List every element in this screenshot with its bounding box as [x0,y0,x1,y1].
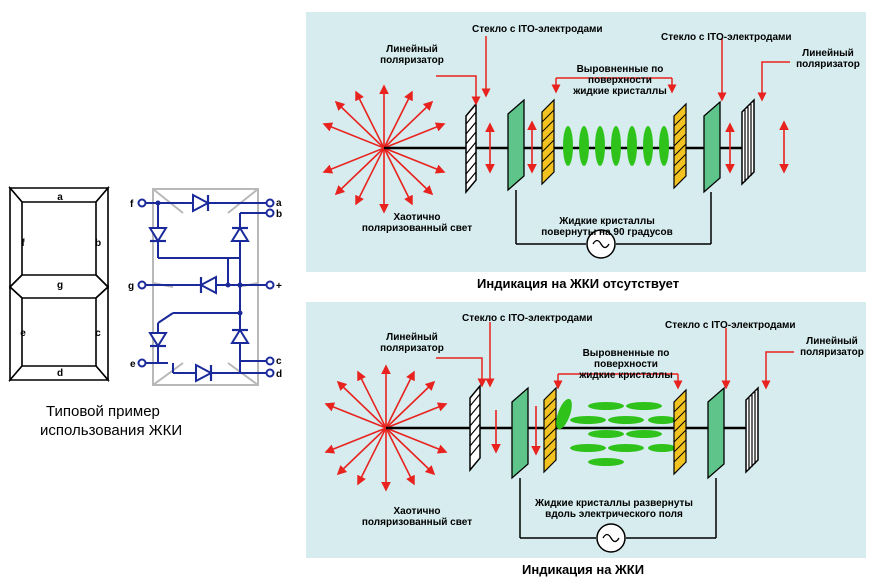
label-polarizer-left-bottom: Линейный поляризатор [372,332,452,354]
label-line: поляризатор [800,347,864,358]
polarizer-left-top [465,101,477,195]
segment-label-g: g [57,280,63,291]
pin-label-g: g [128,281,134,292]
label-glass-right-top: Стекло с ITO-электродами [661,32,792,43]
segment-label-a: a [57,192,63,203]
label-light-bottom: Хаотично поляризованный свет [352,506,482,528]
segment-caption-line2: использования ЖКИ [40,422,183,439]
caption-bottom: Индикация на ЖКИ [522,562,645,577]
label-line: поляризатор [380,55,444,66]
label-glass-left-bottom: Стекло с ITO-электродами [462,313,593,324]
glass-left-top [507,98,525,192]
segment-caption-line1: Типовой пример [46,403,160,420]
glass-right-top [703,100,721,194]
pin-label-c: c [276,356,282,367]
polarizer-right-bottom [745,386,759,474]
label-line: поверхности [588,75,652,86]
label-crystals-top: Выровненные по поверхности жидкие криста… [560,64,680,97]
diode-right-upper [230,226,250,242]
pin-e [137,358,147,368]
segment-label-c: c [95,328,101,339]
label-line: вдоль электрического поля [545,509,683,520]
label-line: Линейный [386,44,438,55]
label-rotated-bottom: Жидкие кристаллы развернуты вдоль электр… [514,498,714,520]
label-line: Хаотично [393,506,441,517]
pin-a [265,198,275,208]
liquid-crystals-top [563,126,669,166]
segment-label-b: b [95,238,101,249]
caption-top: Индикация на ЖКИ отсутствует [477,276,680,291]
random-light-rays [322,84,446,214]
pin-f [137,198,147,208]
pin-b [265,208,275,218]
panel-indication [306,302,866,558]
pin-plus [265,280,275,290]
label-line: Линейный [806,336,858,347]
label-polarizer-left-top: Линейный поляризатор [372,44,452,66]
polarizer-right-top [741,98,755,186]
label-line: поляризатор [796,59,860,70]
label-glass-left-top: Стекло с ITO-электродами [472,24,603,35]
label-line: Линейный [802,48,854,59]
diode-right-lower [230,328,250,344]
label-line: поляризатор [380,343,444,354]
label-line: Выровненные по [582,348,670,359]
pin-label-d: d [276,369,282,380]
panel-top-drawing [322,36,790,259]
label-glass-right-bottom: Стекло с ITO-электродами [665,320,796,331]
label-line: Жидкие кристаллы [559,216,655,227]
pin-d [265,368,275,378]
label-crystals-bottom: Выровненные по поверхности жидкие криста… [566,348,686,381]
seven-segment-display: a b c d e f g [8,185,110,383]
label-line: жидкие кристаллы [579,370,673,381]
pin-label-plus: + [276,281,282,292]
label-polarizer-right-top: Линейный поляризатор [788,48,868,70]
label-line: Линейный [386,332,438,343]
pin-label-b: b [276,209,282,220]
label-light-top: Хаотично поляризованный свет [352,212,482,234]
label-line: поверхности [594,359,658,370]
pin-label-e: e [130,359,136,370]
segment-caption: Типовой пример использования ЖКИ [40,402,182,440]
diode-bottom [195,363,214,383]
random-light-rays [324,364,448,492]
label-line: повернуты на 90 градусов [541,227,673,238]
label-polarizer-right-bottom: Линейный поляризатор [792,336,872,358]
panel-bottom-drawing [324,322,794,553]
label-line: Выровненные по [576,64,664,75]
label-line: Жидкие кристаллы развернуты [535,498,693,509]
liquid-crystals-bottom [556,398,676,466]
segment-label-f: f [21,238,25,249]
diode-left-upper [148,227,168,243]
diode-middle [198,275,217,295]
label-line: жидкие кристаллы [573,86,667,97]
label-line: поляризованный свет [361,223,473,234]
pin-label-f: f [130,199,134,210]
diode-circuit: f g e a b + c d [128,188,282,386]
label-rotated-top: Жидкие кристаллы повернуты на 90 градусо… [527,216,687,238]
diode-top [192,193,211,213]
pin-label-a: a [276,198,282,209]
segment-label-e: e [20,328,26,339]
pin-g [137,280,147,290]
segment-label-d: d [57,368,63,379]
segment-f [9,185,23,289]
diode-left-lower [148,332,168,348]
polarizer-left-bottom [469,383,481,473]
label-line: поляризованный свет [361,517,473,528]
label-line: Хаотично [393,212,441,223]
glass-right-bottom [707,386,725,480]
glass-left-bottom [511,386,529,480]
pin-c [265,356,275,366]
segment-d [8,365,110,381]
